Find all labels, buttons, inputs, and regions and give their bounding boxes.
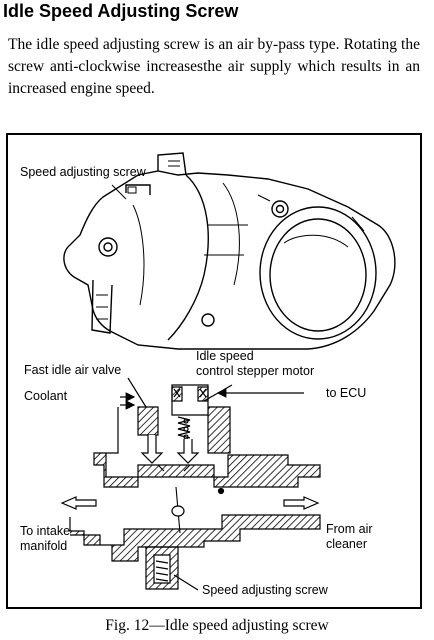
label-speed-adjusting-screw-top: Speed adjusting screw [20,165,146,179]
figure-caption: Fig. 12—Idle speed adjusting screw [105,617,329,634]
label-to-intake-line2: manifold [20,539,68,553]
schematic-arrows [60,377,320,591]
label-speed-adjusting-screw-bottom: Speed adjusting screw [202,583,328,597]
label-from-air-line1: From air [326,522,373,536]
label-to-intake-line1: To intake [20,524,71,538]
throttle-body-drawing [63,152,396,350]
body-paragraph: The idle speed adjusting screw is an air… [8,36,420,97]
label-from-air-line2: cleaner [326,537,367,551]
section-heading: Idle Speed Adjusting Screw [3,1,239,21]
label-fast-idle-air-valve: Fast idle air valve [24,363,122,377]
figure-illustration [60,152,396,591]
label-idle-speed-line1: Idle speed [196,349,254,363]
label-to-ecu: to ECU [326,386,367,400]
label-coolant: Coolant [24,389,68,403]
leader-line-top [111,184,127,200]
bypass-schematic [69,384,321,590]
figure-frame: Speed adjusting screw Fast idle air valv… [6,133,422,609]
label-idle-speed-line2: control stepper motor [196,364,315,378]
